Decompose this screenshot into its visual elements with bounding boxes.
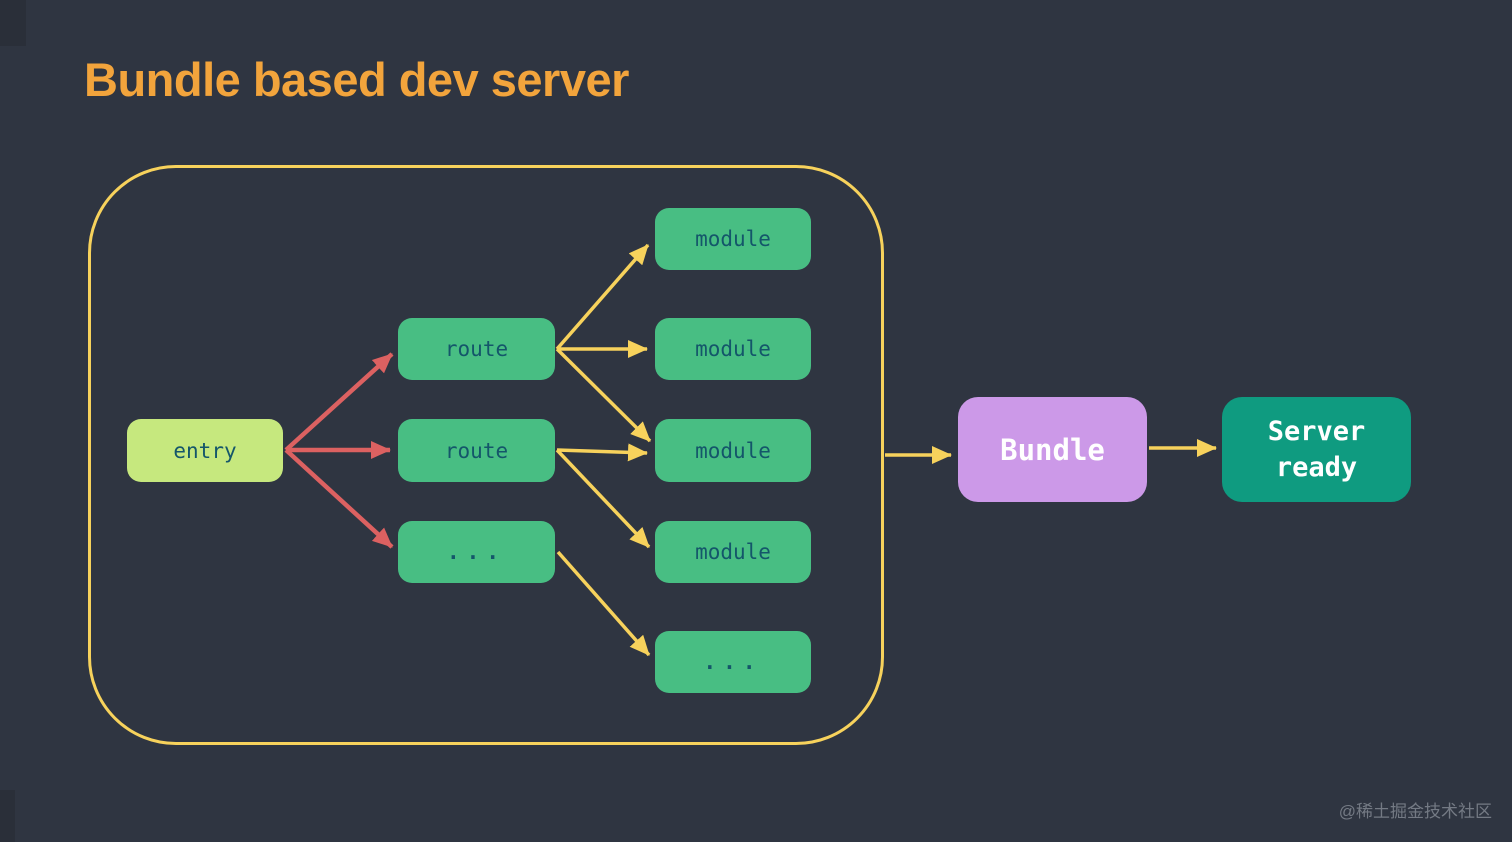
server-ready-node: Server ready bbox=[1222, 397, 1411, 502]
route-node-1: route bbox=[398, 318, 555, 380]
routes-ellipsis-label: ... bbox=[447, 540, 506, 564]
module-node-4-label: module bbox=[695, 540, 771, 564]
modules-ellipsis-label: ... bbox=[703, 650, 763, 674]
module-node-2: module bbox=[655, 318, 811, 380]
server-ready-node-label: Server ready bbox=[1267, 416, 1366, 483]
route-node-1-label: route bbox=[444, 337, 509, 361]
bundle-node-label: Bundle bbox=[1000, 432, 1105, 467]
routes-ellipsis-node: ... bbox=[398, 521, 555, 583]
route-node-2: route bbox=[398, 419, 555, 482]
module-node-1-label: module bbox=[695, 227, 771, 251]
entry-node: entry bbox=[127, 419, 283, 482]
module-node-3: module bbox=[655, 419, 811, 482]
module-node-1: module bbox=[655, 208, 811, 270]
module-node-3-label: module bbox=[695, 438, 771, 463]
route-node-2-label: route bbox=[444, 438, 509, 463]
watermark: @稀土掘金技术社区 bbox=[1338, 802, 1492, 821]
module-node-2-label: module bbox=[695, 337, 771, 361]
top-left-corner-accent bbox=[0, 0, 26, 46]
module-node-4: module bbox=[655, 521, 811, 583]
dev-server-scope-border bbox=[88, 165, 884, 745]
modules-ellipsis-node: ... bbox=[655, 631, 811, 693]
bundle-node: Bundle bbox=[958, 397, 1147, 502]
bottom-left-corner-accent bbox=[0, 790, 15, 842]
page-title: Bundle based dev server bbox=[84, 53, 629, 106]
entry-node-label: entry bbox=[173, 438, 237, 463]
